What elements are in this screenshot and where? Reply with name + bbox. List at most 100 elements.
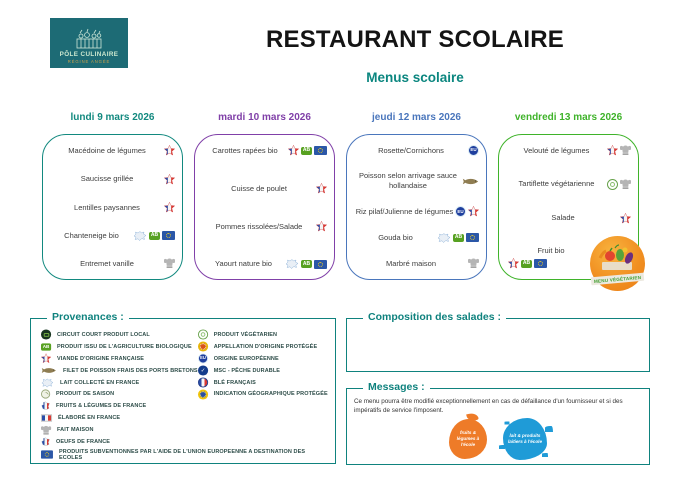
ble-francais-icon xyxy=(197,377,208,388)
logo-title: PÔLE CULINAIRE xyxy=(59,51,119,58)
legend-item-label: FILET DE POISSON FRAIS DES PORTS BRETONS xyxy=(63,367,198,374)
france-local-icon xyxy=(41,353,52,364)
legend-item-label: ORIGINE EUROPÉENNE xyxy=(213,355,279,362)
menu-item-icons xyxy=(316,183,327,194)
menu-item-icons xyxy=(164,202,175,213)
menu-item-icons: AB xyxy=(508,258,547,269)
lait-logo-label: lait & produits laitiers à l'école xyxy=(507,433,543,444)
page-title: RESTAURANT SCOLAIRE xyxy=(265,26,565,53)
ab-bio-icon: AB xyxy=(453,233,464,242)
menu-item-label: Fruit bio xyxy=(537,246,565,256)
messages-logos: fruits & légumes à l'école lait & produi… xyxy=(354,418,642,460)
legend-item-label: INDICATION GÉOGRAPHIQUE PROTÉGÉE xyxy=(213,391,328,398)
menu-item: Yaourt nature bio AB xyxy=(202,259,327,269)
oeufs-france-icon xyxy=(41,437,50,446)
menu-item: Entremet vanille xyxy=(50,258,175,269)
provenances-right-column: PRODUIT VÉGÉTARIEN APPELLATION D'ORIGINE … xyxy=(197,329,328,448)
legend-item: FRUITS & LÉGUMES DE FRANCE xyxy=(41,400,198,412)
legend-item-label: FAIT MAISON xyxy=(57,427,94,434)
menu-item-label: Marbré maison xyxy=(385,258,437,268)
menu-item-label: Chanteneige bio xyxy=(64,230,119,240)
legend-item: ÉLABORÉ EN FRANCE xyxy=(41,412,198,424)
lait-france-icon xyxy=(285,259,299,269)
vegetables-illustration xyxy=(598,244,634,270)
legend-item: VIANDE D'ORIGINE FRANÇAISE xyxy=(41,353,198,365)
menu-item-label: Lentilles paysannes xyxy=(74,202,140,212)
menu-item-icons: AB xyxy=(285,259,327,269)
menu-item-icons xyxy=(164,258,175,269)
france-local-icon xyxy=(316,183,327,194)
france-local-icon xyxy=(316,221,327,232)
messages-panel: Messages : Ce menu pourra être modifié e… xyxy=(346,381,650,465)
menu-item-label: Riz pilaf/Julienne de légumes xyxy=(355,206,454,216)
provenances-title: Provenances : xyxy=(47,311,129,323)
menu-item: Marbré maison xyxy=(354,258,479,269)
fait-maison-icon xyxy=(41,425,52,435)
france-local-icon xyxy=(508,258,519,269)
menu-item-label: Macédoine de légumes xyxy=(68,145,146,155)
menu-item-icons xyxy=(607,145,631,156)
poisson-icon xyxy=(41,367,57,374)
fruits-logo-label: fruits & légumes à l'école xyxy=(456,430,480,447)
legend-item-label: FRUITS & LÉGUMES DE FRANCE xyxy=(56,403,147,410)
menu-item-icons xyxy=(164,173,175,185)
eu-flag-icon xyxy=(466,233,479,243)
eu-flag-icon xyxy=(534,259,547,268)
menu-item: Macédoine de légumes xyxy=(50,145,175,156)
menu-item: Salade xyxy=(506,212,631,224)
fait-maison-icon xyxy=(468,258,479,269)
legend-item: PRODUIT DE SAISON xyxy=(41,388,198,400)
legend-item-label: ÉLABORÉ EN FRANCE xyxy=(58,415,121,422)
menu-item: Pommes rissolées/Salade xyxy=(202,221,327,232)
france-local-icon xyxy=(468,206,479,217)
menu-item-icons: AB xyxy=(288,145,327,156)
ab-bio-icon: AB xyxy=(301,260,312,268)
saison-icon xyxy=(41,389,51,399)
igp-icon xyxy=(197,389,208,400)
legend-item: APPELLATION D'ORIGINE PROTÉGÉE xyxy=(197,341,328,353)
menu-item-icons xyxy=(164,145,175,156)
menu-item: Cuisse de poulet xyxy=(202,183,327,194)
menu-item-label: Velouté de légumes xyxy=(523,145,590,155)
menu-item-label: Gouda bio xyxy=(378,232,413,242)
menu-item-label: Salade xyxy=(551,213,575,223)
ab-bio-icon: AB xyxy=(149,231,160,240)
menu-item: Poisson selon arrivage sauce hollandaise xyxy=(354,171,479,191)
menu-item-icons xyxy=(607,178,631,190)
france-local-icon xyxy=(620,212,631,224)
legend-item: ✓MSC - PÊCHE DURABLE xyxy=(197,365,328,377)
elabore-france-icon xyxy=(41,414,53,422)
france-local-icon xyxy=(288,145,299,156)
legend-item: CIRCUIT COURT PRODUIT LOCAL xyxy=(41,329,198,341)
menu-item-label: Pommes rissolées/Salade xyxy=(215,221,303,231)
eu-flag-icon xyxy=(41,450,53,459)
fruits-legumes-icon xyxy=(41,401,50,411)
eu-flag-icon xyxy=(162,231,175,240)
menu-item: Velouté de légumes xyxy=(506,145,631,156)
menu-vegetarien-badge: MENU VÉGÉTARIEN xyxy=(590,236,645,291)
legend-item: INDICATION GÉOGRAPHIQUE PROTÉGÉE xyxy=(197,388,328,400)
ab-bio-icon: AB xyxy=(301,146,312,155)
menu-item-icons xyxy=(462,178,479,185)
legend-item-label: PRODUIT VÉGÉTARIEN xyxy=(213,331,278,338)
legend-item-label: OEUFS DE FRANCE xyxy=(56,438,111,445)
legend-item-label: PRODUIT DE SAISON xyxy=(56,391,115,398)
menu-item: Saucisse grillée xyxy=(50,173,175,185)
legend-item-label: BLÉ FRANÇAIS xyxy=(213,379,256,386)
france-local-icon xyxy=(164,145,175,156)
eu-flag-icon xyxy=(314,146,327,155)
legend-item: FILET DE POISSON FRAIS DES PORTS BRETONS xyxy=(41,365,198,377)
menu-item: Gouda bio AB xyxy=(354,233,479,243)
legend-item-label: PRODUITS SUBVENTIONNES PAR L'AIDE DE L'U… xyxy=(59,448,306,461)
messages-text: Ce menu pourra être modifié exceptionnel… xyxy=(354,398,623,414)
menu-item-label: Yaourt nature bio xyxy=(215,259,272,269)
ab-bio-icon: AB xyxy=(41,343,52,351)
provenances-bottom-row: PRODUITS SUBVENTIONNES PAR L'AIDE DE L'U… xyxy=(41,449,327,461)
